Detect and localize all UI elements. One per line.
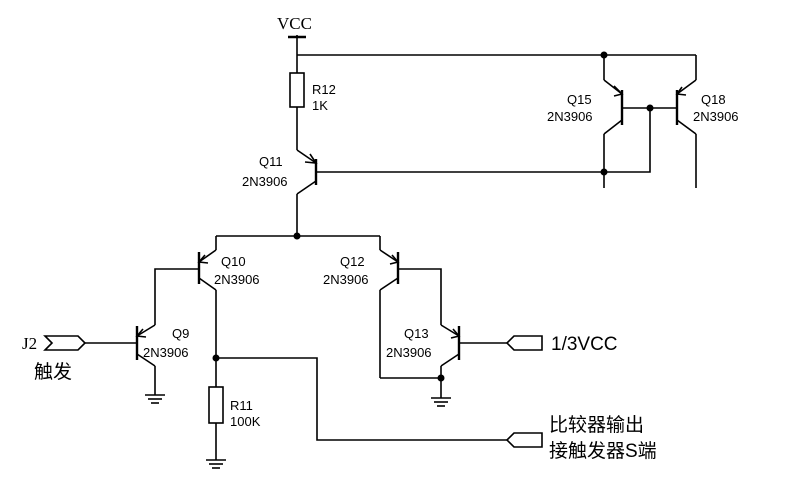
q10-part: 2N3906 [214, 272, 260, 287]
q13-part: 2N3906 [386, 345, 432, 360]
output-label-line1: 比较器输出 [549, 414, 644, 436]
transistor-q12 [379, 236, 442, 378]
output-label-line2: 接触发器S端 [549, 440, 657, 462]
ground-icon [431, 397, 451, 407]
port-j2 [43, 335, 87, 351]
q18-ref: Q18 [701, 92, 726, 107]
q13-ref: Q13 [404, 326, 429, 341]
mirror-wire [604, 108, 651, 173]
vcc-label: VCC [277, 14, 312, 33]
resistor-r12 [289, 55, 305, 150]
output-wire [216, 357, 507, 441]
q12-part: 2N3906 [323, 272, 369, 287]
r11-value: 100K [230, 414, 261, 429]
ref-input-label: 1/3VCC [551, 334, 618, 355]
q15-part: 2N3906 [547, 109, 593, 124]
ground-icon [206, 459, 226, 469]
r12-ref: R12 [312, 82, 336, 97]
q11-ref: Q11 [259, 154, 283, 169]
j2-ref: J2 [22, 334, 37, 353]
j2-label: 触发 [34, 361, 72, 383]
r12-value: 1K [312, 98, 328, 113]
port-ref-input [505, 335, 543, 351]
transistor-q9 [85, 324, 156, 395]
q12-ref: Q12 [340, 254, 365, 269]
resistor-r11 [208, 358, 224, 460]
transistor-q18 [675, 55, 697, 188]
vcc-symbol [288, 35, 306, 55]
transistor-q13 [440, 324, 507, 398]
transistor-q15 [603, 55, 677, 188]
q18-part: 2N3906 [693, 109, 739, 124]
transistor-q11 [296, 149, 604, 195]
q15-ref: Q15 [567, 92, 592, 107]
q9-part: 2N3906 [143, 345, 189, 360]
r11-ref: R11 [230, 398, 253, 413]
q10-ref: Q10 [221, 254, 246, 269]
transistor-q10 [154, 236, 217, 358]
ground-icon [145, 394, 165, 404]
q9-ref: Q9 [172, 326, 189, 341]
port-output [505, 432, 543, 448]
q11-part: 2N3906 [242, 174, 288, 189]
junction-dot [437, 374, 445, 382]
